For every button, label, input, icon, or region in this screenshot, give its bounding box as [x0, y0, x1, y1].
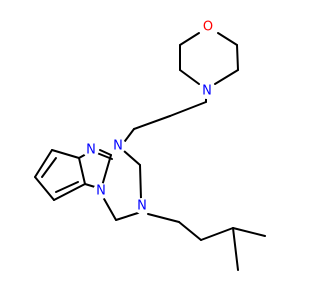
bond — [99, 149, 112, 156]
atom-background — [93, 183, 109, 199]
bond — [179, 32, 200, 46]
bond — [200, 227, 234, 241]
oxygen-label: O — [203, 20, 213, 35]
atom-triazine-n1: N — [110, 138, 126, 154]
morpholine-nitrogen-label: N — [202, 84, 212, 99]
bond — [133, 115, 171, 130]
triazine-nitrogen-1-label: N — [113, 139, 123, 154]
atom-background — [200, 19, 216, 35]
bond — [102, 196, 117, 221]
bond — [124, 128, 135, 142]
triazine-nitrogen-3-label: N — [137, 199, 147, 214]
atom-background — [83, 142, 99, 158]
bond — [41, 157, 57, 178]
benzene-ring — [34, 149, 86, 201]
bond — [34, 149, 53, 178]
morpholine-ring — [179, 32, 239, 85]
bond — [84, 183, 96, 188]
bond — [53, 183, 86, 201]
molecule-structure: O N N N N N — [34, 19, 266, 271]
isopentyl-chain — [147, 213, 266, 271]
bond — [101, 154, 112, 187]
atom-background — [199, 83, 215, 99]
bond — [217, 32, 238, 46]
bond — [232, 227, 239, 271]
bond — [96, 152, 113, 160]
bond — [123, 150, 141, 166]
atom-background — [110, 138, 126, 154]
bond — [34, 176, 55, 201]
bond — [139, 164, 142, 200]
bond — [236, 44, 239, 71]
bond — [214, 69, 239, 85]
atom-imidazole-n: N — [83, 142, 99, 158]
bridgehead-nitrogen-label: N — [96, 184, 106, 199]
bond — [178, 221, 202, 241]
ethyl-linker — [124, 97, 207, 142]
atom-bridgehead-n: N — [93, 183, 109, 199]
bond — [51, 149, 80, 159]
imidazole-nitrogen-label: N — [86, 143, 96, 158]
bond — [179, 69, 200, 85]
triazine-ring — [101, 150, 142, 221]
atom-triazine-n3: N — [134, 198, 150, 214]
bond — [115, 211, 142, 221]
bond — [55, 181, 79, 193]
bond — [78, 157, 86, 185]
bond — [147, 213, 180, 223]
atom-morpholine-n: N — [199, 83, 215, 99]
bond — [232, 227, 266, 237]
bond — [169, 101, 207, 117]
atom-morpholine-o: O — [200, 19, 216, 35]
atom-background — [134, 198, 150, 214]
